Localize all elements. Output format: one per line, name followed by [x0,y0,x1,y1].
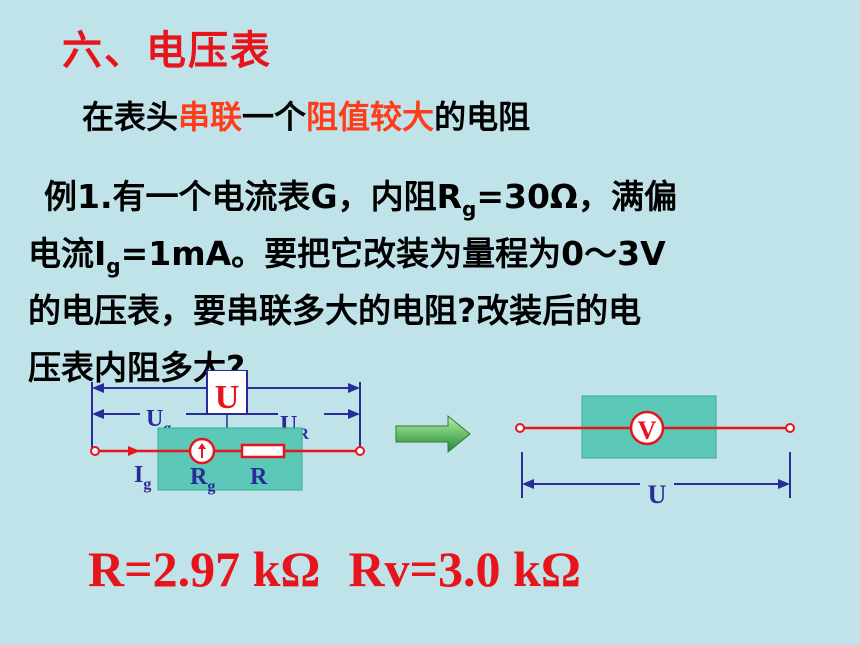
circuit-left: U Ug UR Ig Rg R [90,370,365,495]
slide-title: 六、电压表 [62,28,272,74]
current-arrow-icon [128,446,140,456]
u-total-label: U [215,379,240,416]
subtitle-highlight-large: 阻值较大 [306,98,435,136]
u-right-label: U [648,480,667,509]
answer-r: R=2.97 kΩ [88,541,321,597]
voltmeter-label: V [638,416,657,445]
resistor-icon [240,443,286,459]
problem-line-1: 例1.有一个电流表G，内阻Rg=30Ω，满偏 [44,177,677,221]
circuit-diagram: U Ug UR Ig Rg R [90,370,795,509]
answer-line: R=2.97 kΩ Rv=3.0 kΩ [88,540,609,598]
answer-rv: Rv=3.0 kΩ [348,541,581,597]
circuit-right: V U [515,395,795,509]
r-label: R [250,464,268,490]
left-equivalent-box [157,427,303,491]
voltmeter-icon [629,410,665,446]
example-problem: 例1.有一个电流表G，内阻Rg=30Ω，满偏 电流Ig=1mA。要把它改装为量程… [28,168,838,396]
rg-label: Rg [190,464,215,495]
problem-line-3: 的电压表，要串联多大的电阻?改装后的电 [28,291,642,330]
subtitle-text-3: 的电阻 [434,98,531,136]
slide-subtitle: 在表头串联一个阻值较大的电阻 [82,92,530,138]
transform-arrow-icon [395,414,471,454]
ig-label: Ig [134,462,151,493]
problem-line-2: 电流Ig=1mA。要把它改装为量程为0～3V [28,234,666,278]
subtitle-text-1: 在表头 [82,98,179,136]
subtitle-highlight-series: 串联 [178,98,243,136]
subtitle-text-2: 一个 [242,98,307,136]
